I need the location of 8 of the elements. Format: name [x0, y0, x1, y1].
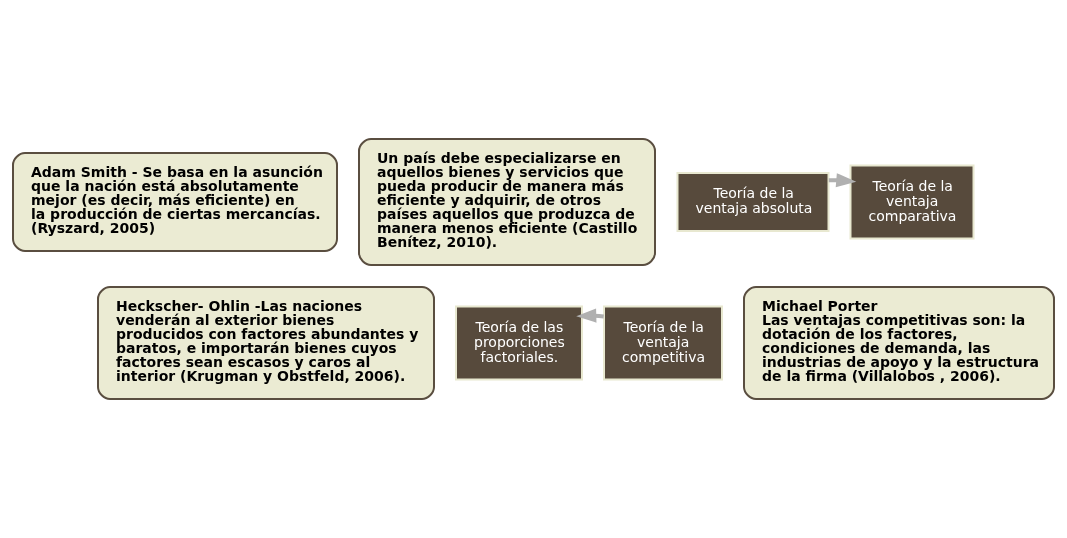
node-box: Michael Porter Las ventajas competitivas son: la dotación de los factores, condiciones de demanda, las industrias de apoyo y la estructura de la firma (Villalobos , 2006).: [743, 286, 1055, 400]
node-box: Adam Smith - Se basa en la asunción que la nación está absolutamente mejor (es decir, más eficiente) en la producción de ciertas mercancías. (Ryszard, 2005): [12, 152, 338, 252]
node-box: Teoría de la ventaja absoluta: [676, 172, 830, 232]
node-box: Un país debe especializarse en aquellos bienes y servicios que pueda producir de manera más eficiente y adquirir, de otros países aquellos que produzca de manera menos eficiente (Castillo Benítez, 2010).: [358, 138, 656, 266]
node-box: Teoría de la ventaja competitiva: [603, 305, 723, 381]
node-box: Heckscher- Ohlin -Las naciones venderán al exterior bienes producidos con factores abundantes y baratos, e importarán bienes cuyos factores sean escasos y caros al interior (Krugman y Obstfeld, 2006).: [97, 286, 435, 400]
node-box: Teoría de las proporciones factoriales.: [455, 305, 583, 381]
node-box: Teoría de la ventaja comparativa: [849, 164, 975, 240]
